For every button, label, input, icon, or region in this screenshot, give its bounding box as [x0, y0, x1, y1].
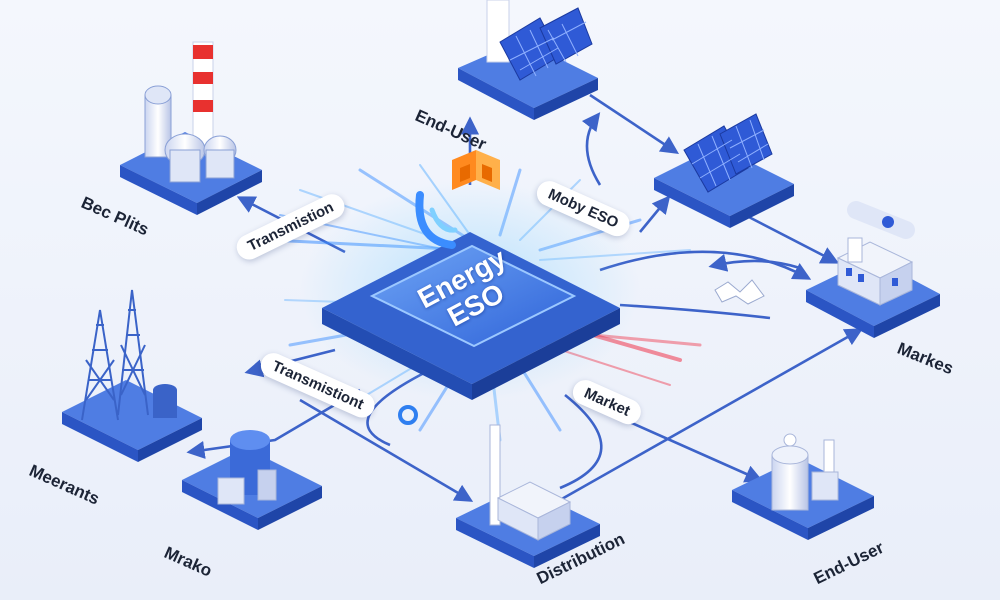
distribution-plant-icon	[489, 424, 572, 541]
power-plant-icon	[144, 41, 237, 183]
connector-hub-to-mrako	[186, 388, 361, 459]
connector-arc-lower	[619, 303, 771, 320]
hub-platform	[322, 232, 620, 400]
platform-meerants	[62, 380, 202, 462]
decorative-swoosh-icon	[714, 279, 765, 305]
connector-distribution-to-markes	[559, 328, 864, 502]
connector-hub-curve-distribution	[559, 393, 603, 490]
connector-lines	[186, 93, 864, 502]
connector-right-solar-to-markes	[744, 213, 840, 264]
transmission-towers-icon	[81, 289, 177, 421]
connector-top-solar-to-right-solar	[589, 93, 680, 155]
connector-loop-distribution	[299, 398, 474, 502]
ring-icon	[398, 405, 418, 425]
orange-logo-icon	[415, 150, 500, 249]
storage-tank-icon	[217, 430, 277, 505]
solar-array-icon	[683, 113, 773, 193]
connector-end-user-curve	[581, 112, 602, 186]
reactor-icon	[771, 433, 839, 511]
factory-icon	[836, 201, 915, 306]
connector-market-to-end-user	[624, 418, 764, 483]
connector-moby-to-right-solar	[638, 195, 671, 233]
connector-arc-left	[708, 253, 801, 272]
solar-panels-icon	[486, 0, 593, 81]
